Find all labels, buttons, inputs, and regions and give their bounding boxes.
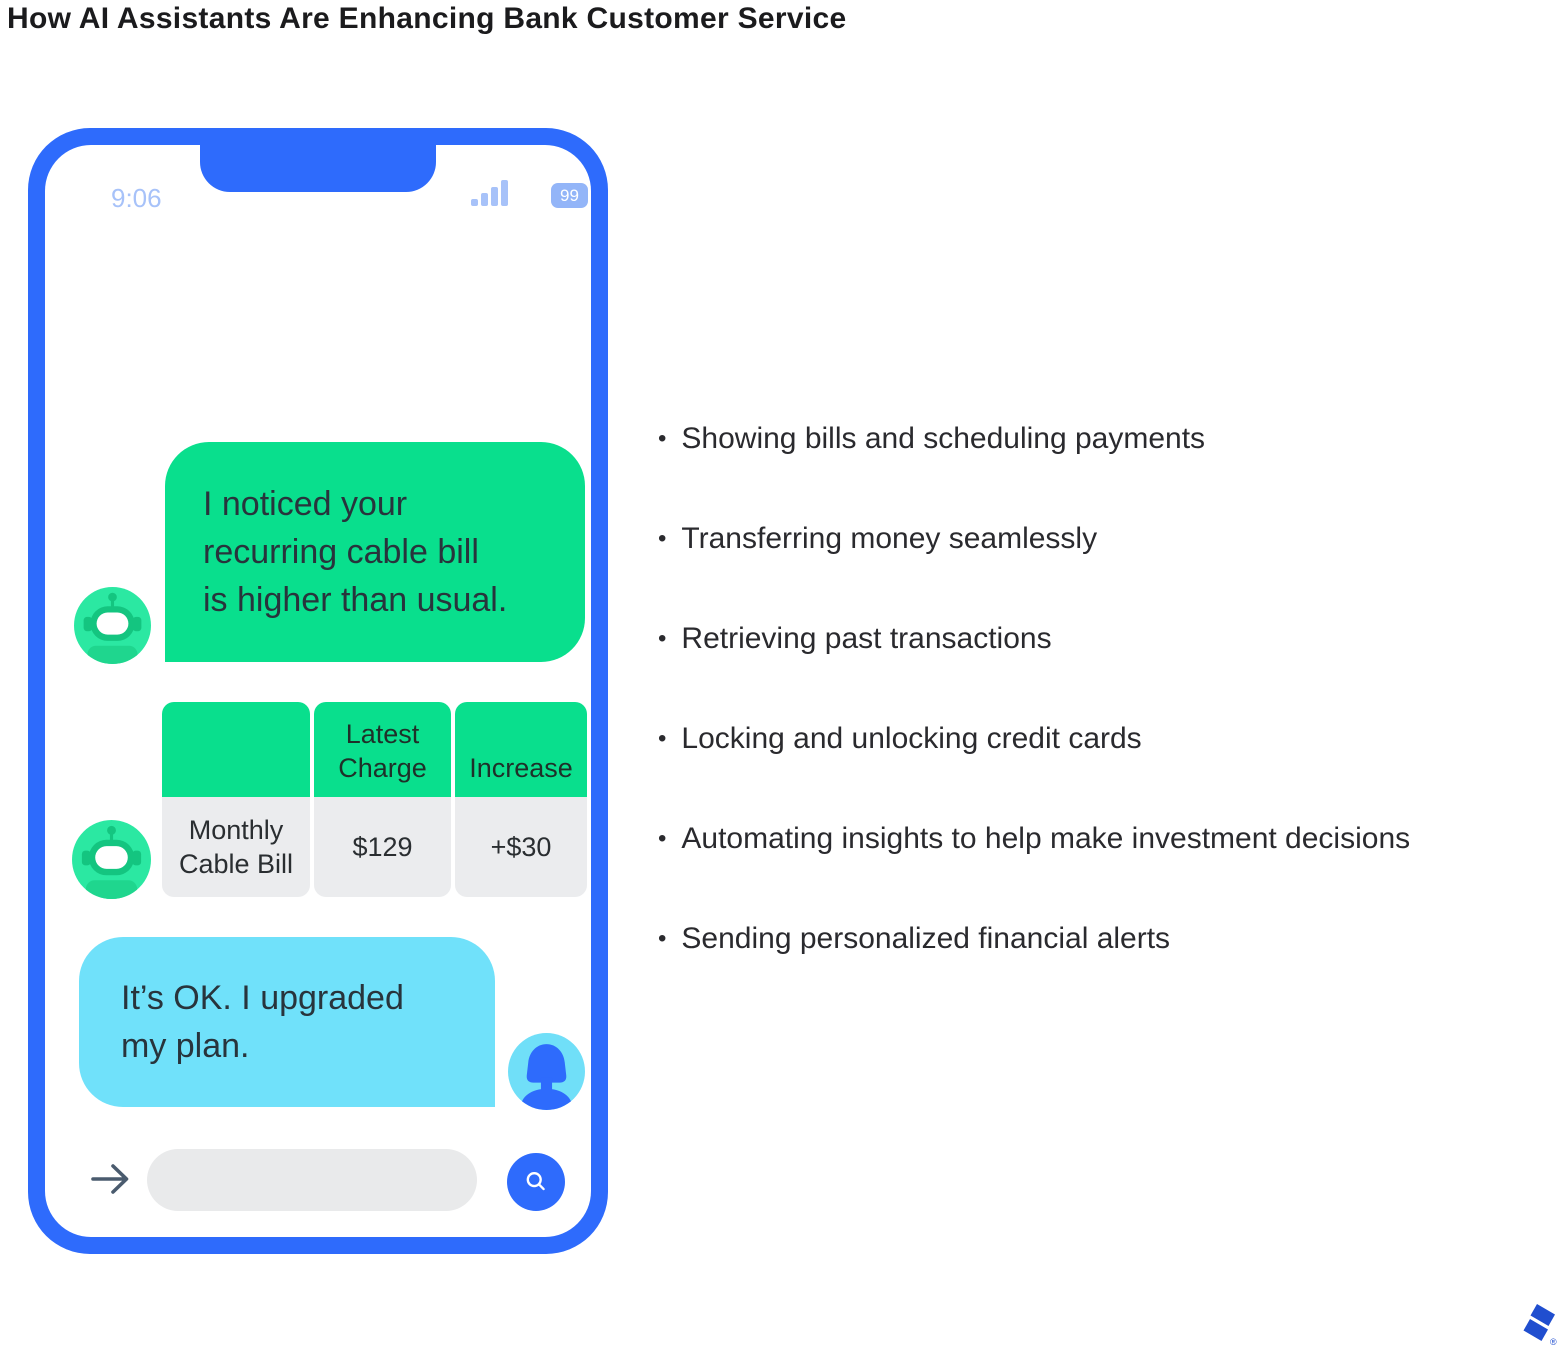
list-item: • Sending personalized financial alerts [658,921,1410,957]
bot-avatar [74,587,151,664]
benefit-text: Retrieving past transactions [681,622,1052,655]
bullet-icon: • [658,825,667,852]
table-header-corner [162,702,310,797]
search-icon [526,1172,545,1191]
message-input[interactable] [147,1149,477,1211]
table-cell-latest-charge: $129 [314,797,451,897]
list-item: • Retrieving past transactions [658,621,1410,657]
user-avatar [508,1033,585,1110]
list-item: • Automating insights to help make inves… [658,821,1410,857]
search-button[interactable] [507,1153,565,1211]
table-cell-row-label: Monthly Cable Bill [162,797,310,897]
user-message-text: It’s OK. I upgraded my plan. [121,979,404,1065]
phone-screen: I noticed your recurring cable bill is h… [45,145,591,1237]
benefit-text: Locking and unlocking credit cards [681,722,1142,755]
bullet-icon: • [658,925,667,952]
toptal-logo-icon: ® [1522,1303,1558,1349]
bullet-icon: • [658,525,667,552]
bullet-icon: • [658,425,667,452]
bullet-icon: • [658,625,667,652]
billing-table: Latest Charge Increase Monthly Cable Bil… [162,702,587,897]
bullet-icon: • [658,725,667,752]
list-item: • Showing bills and scheduling payments [658,421,1410,457]
bot-message-text: I noticed your recurring cable bill is h… [203,485,508,619]
phone-notch [200,128,436,192]
table-cell-increase: +$30 [455,797,587,897]
robot-icon [83,592,142,664]
person-icon [520,1044,573,1110]
phone-mockup: I noticed your recurring cable bill is h… [28,128,608,1254]
battery-icon: 99 [551,183,588,208]
list-item: • Locking and unlocking credit cards [658,721,1410,757]
benefit-text: Transferring money seamlessly [681,522,1098,555]
status-time: 9:06 [111,183,162,213]
table-header-latest-charge: Latest Charge [314,702,451,797]
bot-avatar [72,820,151,899]
table-header-increase: Increase [455,702,587,797]
arrow-icon[interactable] [90,1159,132,1199]
robot-icon [81,825,142,899]
page-title: How AI Assistants Are Enhancing Bank Cus… [7,2,847,35]
benefits-list: • Showing bills and scheduling payments … [658,421,1410,1021]
trademark-symbol: ® [1550,1337,1557,1347]
bot-message-bubble: I noticed your recurring cable bill is h… [165,442,585,662]
benefit-text: Showing bills and scheduling payments [681,422,1206,455]
user-message-bubble: It’s OK. I upgraded my plan. [79,937,495,1107]
battery-level: 99 [560,185,579,205]
benefit-text: Sending personalized financial alerts [681,922,1171,955]
signal-icon [471,179,511,206]
benefit-text: Automating insights to help make investm… [681,822,1411,855]
list-item: • Transferring money seamlessly [658,521,1410,557]
